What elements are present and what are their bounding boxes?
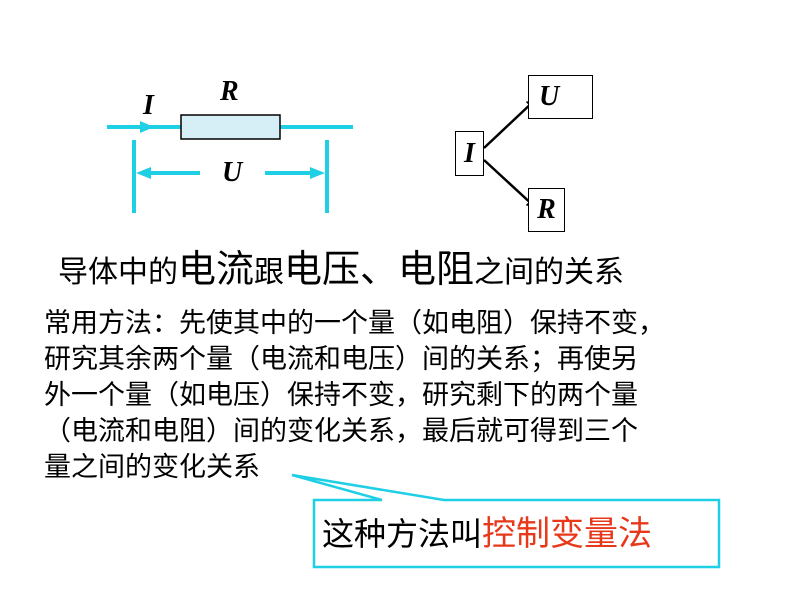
current-arrow-icon	[140, 121, 154, 133]
tree-top-label: U	[539, 81, 560, 112]
paragraph-line: 外一个量（如电压）保持不变，研究剩下的两个量	[44, 380, 638, 411]
callout-text: 这种方法叫控制变量法	[322, 514, 652, 554]
title-part-2: 电流	[178, 247, 255, 291]
tree-top-box: U	[528, 75, 593, 119]
title-part-3: 跟	[254, 255, 285, 290]
paragraph-line: 研究其余两个量（电流和电压）间的关系；再使另	[44, 344, 638, 375]
callout-highlight: 控制变量法	[482, 514, 653, 554]
title-part-4: 电压	[284, 247, 361, 291]
method-description: 常用方法：先使其中的一个量（如电阻）保持不变， 研究其余两个量（电流和电压）间的…	[44, 306, 764, 486]
title-part-6: 电阻	[398, 247, 475, 291]
current-label: I	[143, 90, 154, 121]
tree-root-box: I	[455, 131, 484, 176]
page-title: 导体中的电流跟电压、电阻之间的关系	[58, 238, 624, 293]
tree-bottom-box: R	[528, 188, 565, 232]
tree-bottom-label: R	[537, 194, 556, 225]
title-part-1: 导体中的	[58, 255, 178, 290]
arrow-to-R	[483, 159, 537, 209]
arrow-to-U	[483, 98, 537, 149]
resistor-label: R	[220, 76, 239, 107]
voltage-arrow-right-icon	[310, 167, 325, 179]
paragraph-line: 常用方法：先使其中的一个量（如电阻）保持不变，	[44, 308, 665, 339]
title-part-5: 、	[360, 247, 399, 291]
paragraph-line: 量之间的变化关系	[44, 452, 260, 483]
resistor	[180, 114, 281, 140]
tree-root-label: I	[464, 137, 475, 169]
callout-shape	[291, 473, 721, 569]
paragraph-line: （电流和电阻）间的变化关系，最后就可得到三个	[44, 416, 638, 447]
voltage-label: U	[222, 157, 243, 188]
title-part-7: 之间的关系	[474, 255, 625, 290]
voltage-arrow-left-icon	[136, 167, 151, 179]
callout-prefix: 这种方法叫	[322, 515, 483, 553]
